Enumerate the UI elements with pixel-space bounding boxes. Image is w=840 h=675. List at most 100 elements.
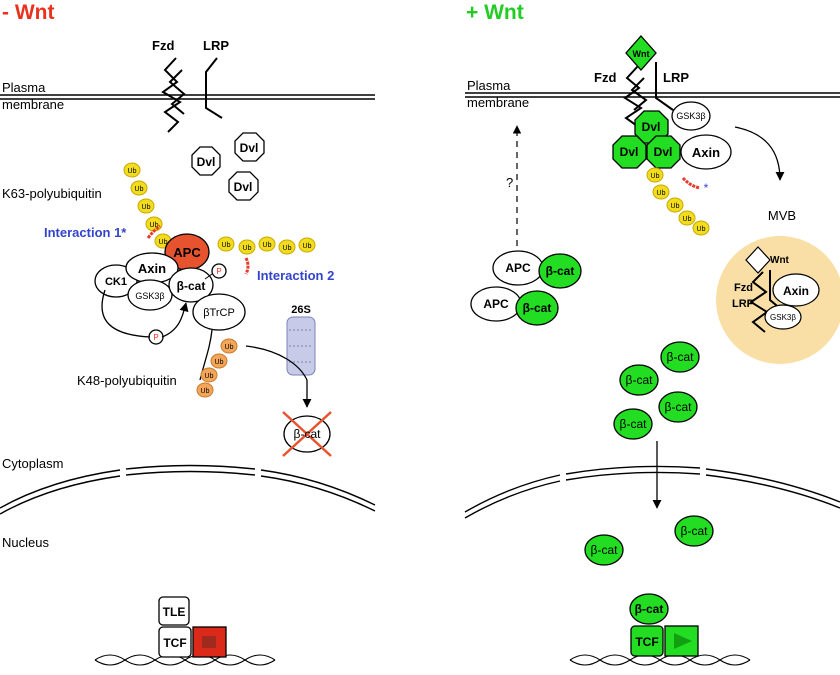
right-axin-label: Axin: [692, 145, 720, 160]
right-membrane-label: membrane: [467, 95, 529, 110]
proteasome-label: 26S: [291, 304, 311, 316]
interaction-1-mark: [146, 224, 161, 239]
interaction-2-mark: [244, 257, 250, 275]
wnt-label: Wnt: [633, 49, 650, 59]
left-lrp-receptor: [205, 57, 223, 119]
left-nuclear-envelope: [0, 464, 376, 515]
right-lrp-label: LRP: [663, 70, 689, 85]
mvb-label: MVB: [768, 208, 796, 223]
svg-text:Ub: Ub: [135, 186, 144, 193]
right-title: + Wnt: [466, 1, 524, 24]
svg-text:Ub: Ub: [651, 173, 660, 180]
nucleus-label: Nucleus: [2, 535, 49, 550]
degradation-arrow: [245, 345, 312, 408]
mvb-lrp-label: LRP: [732, 298, 754, 310]
free-bcat-group: [613, 341, 700, 440]
apc-label: APC: [173, 245, 201, 260]
bcat-label-right: β-cat: [667, 350, 695, 364]
degraded-bcat: [282, 411, 332, 457]
left-membrane-label: membrane: [2, 97, 64, 112]
tcf-box: [158, 626, 192, 658]
k48-ub-chain: Ub Ub Ub Ub: [196, 338, 238, 398]
right-gsk3b-label: GSK3β: [676, 111, 705, 121]
question-label: ?: [506, 175, 513, 190]
svg-text:Ub: Ub: [201, 388, 210, 395]
phospho-circle: [211, 263, 227, 279]
bcat-label-right: β-cat: [620, 417, 648, 431]
cytoplasm-label: Cytoplasm: [2, 456, 63, 471]
right-ub-chain: Ub Ub Ub Ub Ub: [646, 167, 710, 236]
right-dvl-label: Dvl: [620, 145, 639, 159]
left-dvl-group: [191, 132, 265, 201]
k63-ub-chain-horizontal: Ub Ub Ub Ub Ub: [217, 236, 316, 255]
apc-label-right: APC: [483, 297, 509, 311]
right-tcf-label: TCF: [635, 635, 658, 649]
left-panel: Ub Ub Ub Ub Ub Ub Ub Ub Ub Ub: [0, 57, 376, 666]
svg-text:Ub: Ub: [205, 373, 214, 380]
left-fzd-label: Fzd: [152, 38, 174, 53]
active-gene-arrow: [674, 633, 692, 649]
dvl-octagon: [191, 146, 221, 176]
k63-ub-chain: Ub Ub Ub Ub Ub: [123, 162, 172, 249]
gsk3b-ellipse: [127, 279, 173, 311]
right-dvl-label: Dvl: [642, 120, 661, 134]
btrcp-label: βTrCP: [203, 307, 235, 319]
right-tcf-box: [630, 625, 664, 657]
right-dvl-label: Dvl: [654, 145, 673, 159]
svg-text:Ub: Ub: [671, 203, 680, 210]
svg-text:Ub: Ub: [283, 245, 292, 252]
left-dvl-label: Dvl: [234, 180, 253, 194]
ck1-ellipse: [94, 264, 138, 298]
tle-box: [158, 596, 190, 626]
bcat-label-right: β-cat: [626, 373, 654, 387]
mvb-receptor-complex: [745, 246, 820, 333]
right-plasma-membrane: [465, 92, 840, 98]
right-gsk3b-ellipse: [671, 101, 711, 131]
apc-bcat-pairs: [470, 250, 582, 326]
p-link: [204, 273, 213, 280]
k63-label: K63-polyubiquitin: [2, 186, 102, 201]
svg-text:Ub: Ub: [150, 222, 159, 229]
right-dna: [569, 654, 751, 666]
phosphorylation-loop-arrow: [101, 289, 186, 338]
left-dvl-label: Dvl: [197, 155, 216, 169]
svg-text:Ub: Ub: [657, 190, 666, 197]
mvb-wnt-label: Wnt: [770, 255, 790, 266]
mvb-axin-label: Axin: [783, 284, 809, 298]
left-title: - Wnt: [2, 1, 54, 24]
interaction-1-label: Interaction 1*: [44, 225, 127, 240]
left-lrp-label: LRP: [203, 38, 229, 53]
bcat-label-right: β-cat: [591, 543, 619, 557]
right-asterisk: *: [704, 181, 709, 195]
right-lrp-receptor: [655, 62, 674, 111]
svg-text:Ub: Ub: [142, 204, 151, 211]
bcat-label-right: β-cat: [546, 264, 575, 278]
interaction-2-label: Interaction 2: [257, 268, 334, 283]
proteasome-26s: [286, 316, 316, 376]
tcf-label: TCF: [163, 636, 186, 650]
svg-text:Ub: Ub: [222, 242, 231, 249]
apc-label-right: APC: [505, 261, 531, 275]
bcat-label: β-cat: [177, 279, 206, 293]
svg-text:Ub: Ub: [243, 245, 252, 252]
right-plasma-label: Plasma: [467, 78, 511, 93]
svg-text:Ub: Ub: [263, 242, 272, 249]
dvl-octagon: [234, 132, 265, 162]
svg-text:Ub: Ub: [225, 344, 234, 351]
bcat-green: [538, 253, 582, 289]
repressed-gene-core: [202, 636, 216, 648]
degraded-bcat-label: β-cat: [294, 427, 322, 441]
svg-text:Ub: Ub: [303, 243, 312, 250]
left-plasma-label: Plasma: [2, 80, 46, 95]
bcat-label-right: β-cat: [681, 524, 709, 538]
svg-text:Ub: Ub: [159, 239, 168, 246]
left-plasma-membrane: [0, 94, 375, 100]
svg-text:Ub: Ub: [128, 168, 137, 175]
right-fzd-receptor: [623, 65, 648, 129]
dvl-octagon-green: [612, 135, 647, 169]
right-panel: Ub Ub Ub Ub Ub: [464, 35, 840, 666]
left-dna: [94, 654, 276, 666]
right-interaction-mark: [681, 176, 701, 190]
